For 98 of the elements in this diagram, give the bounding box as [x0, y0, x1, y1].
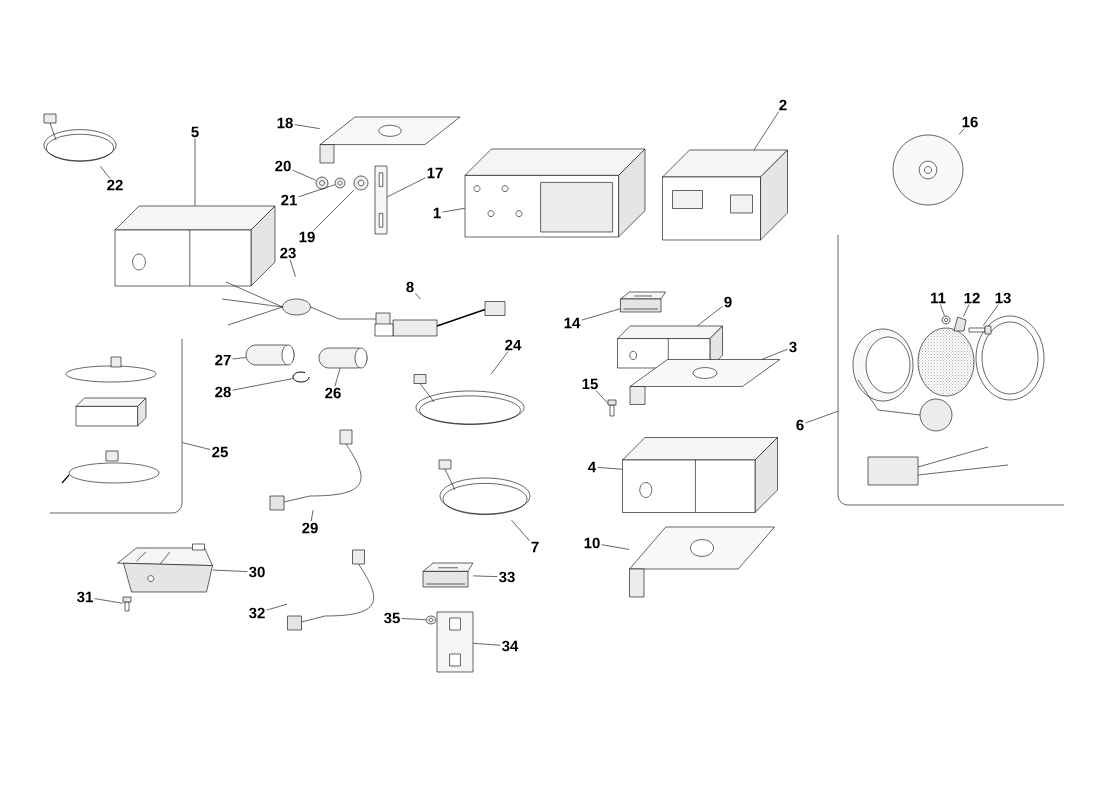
cable-drawing [413, 374, 525, 425]
leader-line [597, 467, 623, 470]
disc-drawing [892, 134, 964, 206]
callout-number: 8 [406, 281, 414, 293]
callout-number: 10 [584, 537, 600, 549]
cd-changer-drawing [114, 205, 276, 287]
leader-line [963, 304, 970, 317]
mounting-cage-drawing [662, 149, 788, 241]
callout-number: 4 [588, 461, 597, 473]
callout-number: 9 [724, 296, 732, 308]
leader-line [232, 357, 246, 360]
callout-number: 24 [505, 339, 522, 351]
callout-number: 17 [427, 167, 443, 179]
module-drawing [422, 562, 474, 588]
callout-number: 5 [191, 126, 199, 138]
callout-number: 26 [325, 387, 341, 399]
leader-line [940, 304, 945, 316]
callout-number: 29 [302, 522, 318, 534]
callout-number: 1 [433, 207, 441, 219]
leader-line [310, 510, 314, 522]
callout-number: 16 [962, 116, 978, 128]
callout-number: 30 [249, 566, 265, 578]
screw-drawing [122, 596, 132, 612]
cable-drawing [438, 459, 531, 515]
leader-line [982, 304, 999, 326]
leader-line [697, 305, 723, 326]
nut-drawing [425, 615, 437, 625]
leader-line [232, 378, 293, 391]
accessory-kit-drawing [49, 338, 183, 514]
callout-number: 7 [531, 541, 539, 553]
leader-line [294, 124, 320, 129]
leader-line [94, 598, 123, 604]
sleeve-drawing [245, 344, 295, 366]
leader-line [298, 184, 335, 198]
bracket-drawing [436, 611, 474, 673]
strip-drawing [374, 165, 388, 235]
callout-number: 32 [249, 607, 265, 619]
grommet-drawing [315, 176, 329, 190]
leader-line [387, 177, 426, 198]
callout-number: 3 [789, 341, 797, 353]
callout-number: 25 [212, 446, 228, 458]
cable-drawing [269, 429, 362, 511]
leader-line [490, 351, 509, 375]
antenna-module-drawing [374, 301, 506, 337]
callout-number: 34 [502, 640, 519, 652]
leader-line [194, 138, 196, 206]
clip-drawing [292, 371, 310, 383]
leader-line [182, 442, 211, 450]
callout-number: 33 [499, 571, 515, 583]
leader-line [289, 259, 296, 277]
cable-drawing [43, 113, 117, 162]
callout-number: 14 [564, 317, 581, 329]
callout-number: 23 [280, 247, 296, 259]
callout-number: 28 [215, 386, 231, 398]
callout-number: 19 [299, 231, 315, 243]
callout-number: 21 [281, 194, 297, 206]
leader-line [266, 603, 288, 611]
leader-line [762, 348, 788, 360]
sleeve-drawing [318, 347, 368, 369]
speaker-kit-drawing [857, 315, 1045, 486]
leader-line [581, 308, 621, 321]
cable-drawing [287, 549, 374, 631]
leader-line [753, 111, 780, 150]
leader-line [595, 390, 608, 404]
head-unit-drawing [464, 148, 646, 238]
bracket-drawing [629, 526, 775, 598]
callout-number: 27 [215, 354, 231, 366]
leader-line [601, 544, 630, 550]
callout-number: 2 [779, 99, 787, 111]
cable-drawing [221, 281, 391, 328]
leader-line [805, 410, 838, 424]
dvd-unit-drawing [622, 437, 778, 513]
bracket-drawing [629, 359, 781, 405]
leader-line [473, 575, 498, 577]
leader-line [334, 368, 341, 387]
grommet-drawing [353, 175, 369, 191]
leader-line [442, 208, 465, 213]
leader-line [958, 128, 965, 135]
leader-line [415, 293, 421, 300]
callout-number: 6 [796, 419, 804, 431]
leader-line [473, 643, 501, 646]
callout-number: 31 [77, 591, 93, 603]
callout-number: 20 [275, 160, 291, 172]
leader-line [100, 166, 111, 179]
leader-line [292, 169, 316, 181]
callout-number: 22 [107, 179, 123, 191]
callout-number: 35 [384, 612, 400, 624]
leader-line [212, 569, 248, 572]
leader-line [511, 520, 530, 542]
plate-drawing [319, 116, 461, 164]
grommet-drawing [334, 177, 346, 189]
navigation-unit-drawing [117, 543, 213, 593]
screw-drawing [607, 399, 617, 417]
callout-number: 18 [277, 117, 293, 129]
callout-number: 15 [582, 378, 598, 390]
leader-line [401, 618, 426, 621]
leader-line [313, 190, 354, 231]
gps-antenna-drawing [620, 291, 666, 313]
